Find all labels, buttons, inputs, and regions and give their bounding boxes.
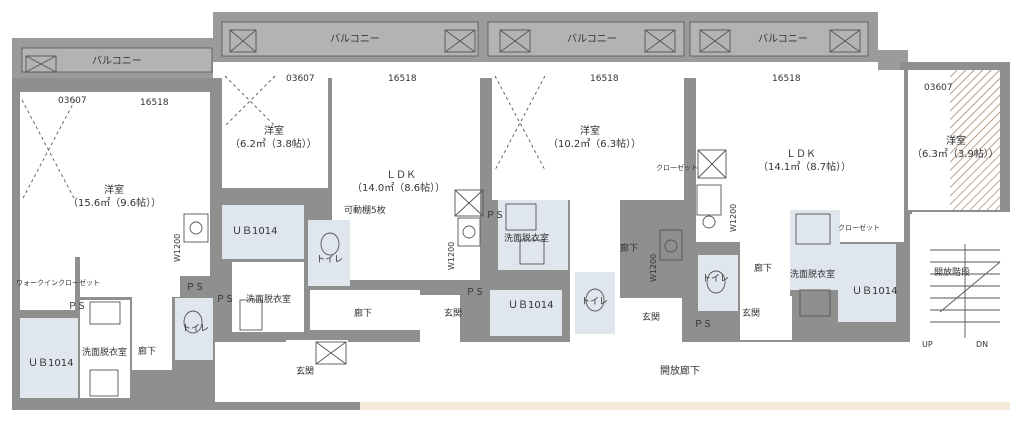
ldk-2-area: （14.1㎡（8.7帖））: [758, 160, 851, 173]
toilet-3: [575, 272, 615, 334]
balcony-label-4: バルコニー: [758, 33, 808, 45]
movable-shelf-label: 可動棚5枚: [344, 204, 386, 216]
toilet-1: [175, 298, 213, 360]
open-corridor: [215, 342, 1010, 402]
toilet-2-label: トイレ: [316, 255, 343, 265]
toilet-2: [308, 220, 350, 286]
stairs-up-label: UP: [922, 340, 933, 349]
ub-3-label: ＵＢ1014: [508, 300, 553, 311]
ps-label-6: ＰＳ: [68, 302, 86, 312]
w1200-label-2: W1200: [447, 242, 456, 270]
ub-2: [222, 205, 304, 259]
western-room-3: [492, 70, 684, 200]
ldk-1-label: ＬＤＫ: [386, 170, 416, 181]
ldk-2-label: ＬＤＫ: [786, 149, 816, 160]
ub-4: [838, 244, 896, 322]
western-room-2: [222, 70, 328, 188]
hallway-1-label: 廊下: [138, 345, 156, 357]
open-stairs: [910, 214, 1010, 344]
western-4-label: 洋室: [946, 134, 966, 147]
entrance-3-label: 玄関: [642, 311, 660, 323]
ps-label-2: ＰＳ: [216, 295, 234, 305]
washroom-1: [80, 300, 130, 398]
w1200-label-1: W1200: [173, 234, 182, 262]
western-3-label: 洋室: [580, 124, 600, 137]
sash-label-4: 16518: [388, 74, 417, 84]
washroom-3: [498, 200, 568, 270]
western-1-label: 洋室: [104, 183, 124, 196]
ps-label-4: ＰＳ: [466, 288, 484, 298]
open-corridor-label: 開放廊下: [660, 364, 700, 377]
balcony-label-2: バルコニー: [330, 33, 380, 45]
western-1-area: （15.6㎡（9.6帖））: [68, 196, 161, 209]
ps-label-3: ＰＳ: [486, 211, 504, 221]
toilet-3-label: トイレ: [581, 297, 608, 307]
washroom-2: [232, 262, 304, 332]
open-stairs-label: 開放階段: [934, 266, 970, 278]
toilet-1-label: トイレ: [182, 324, 209, 334]
toilet-4-label: トイレ: [702, 274, 729, 284]
ps-label-5: ＰＳ: [694, 320, 712, 330]
w1200-label-4: W1200: [729, 204, 738, 232]
sash-label-2: 16518: [140, 98, 169, 108]
sash-label-1: 03607: [58, 96, 87, 106]
ldk-1-area: （14.0㎡（8.6帖））: [352, 181, 445, 194]
washroom-1-label: 洗面脱衣室: [82, 346, 127, 358]
ub-2-label: ＵＢ1014: [232, 226, 277, 237]
ub-4-label: ＵＢ1014: [852, 286, 897, 297]
western-room-1: [20, 92, 210, 257]
washroom-3-label: 洗面脱衣室: [504, 232, 549, 244]
western-2-area: （6.2㎡（3.8帖））: [230, 137, 317, 150]
ldk-1: [332, 70, 480, 280]
washroom-4-label: 洗面脱衣室: [790, 268, 835, 280]
walkin-closet: [20, 250, 75, 310]
ub-3: [490, 290, 562, 336]
walkin-closet-label: ウォークインクローゼット: [16, 278, 100, 287]
sash-label-7: 03607: [924, 83, 953, 93]
toilet-4: [698, 255, 738, 311]
western-2-label: 洋室: [264, 124, 284, 137]
ps-label-1: ＰＳ: [186, 283, 204, 293]
sash-label-6: 16518: [772, 74, 801, 84]
ub-1-label: ＵＢ1014: [28, 358, 73, 369]
western-3-area: （10.2㎡（6.3帖））: [548, 137, 641, 150]
w1200-label-3: W1200: [649, 254, 658, 282]
room-labels: バルコニー バルコニー バルコニー バルコニー 03607 16518 0360…: [16, 33, 999, 377]
hallway-4-label: 廊下: [754, 262, 772, 274]
closet-2-label: クローゼット: [838, 223, 880, 232]
hallway-3-label: 廊下: [620, 242, 638, 254]
hallway-2-label: 廊下: [354, 307, 372, 319]
stairs-down-label: DN: [976, 340, 988, 349]
fixtures: [21, 29, 1001, 397]
entrance-4-label: 玄関: [742, 307, 760, 319]
balcony-label-3: バルコニー: [567, 33, 617, 45]
ub-1: [20, 318, 78, 398]
closet-1-label: クローゼット: [656, 163, 698, 172]
entrance-2: [618, 298, 682, 346]
washroom-4: [790, 210, 840, 290]
sash-label-5: 16518: [590, 74, 619, 84]
washroom-2-label: 洗面脱衣室: [246, 293, 291, 305]
entrance-3: [740, 296, 792, 340]
western-4-area: （6.3㎡（3.9帖））: [912, 147, 999, 160]
entrance-2-label: 玄関: [444, 307, 462, 319]
balcony-label-1: バルコニー: [92, 55, 142, 67]
rooms: [20, 70, 1010, 410]
sash-label-3: 03607: [286, 74, 315, 84]
entrance-1-label: 玄関: [296, 365, 314, 377]
